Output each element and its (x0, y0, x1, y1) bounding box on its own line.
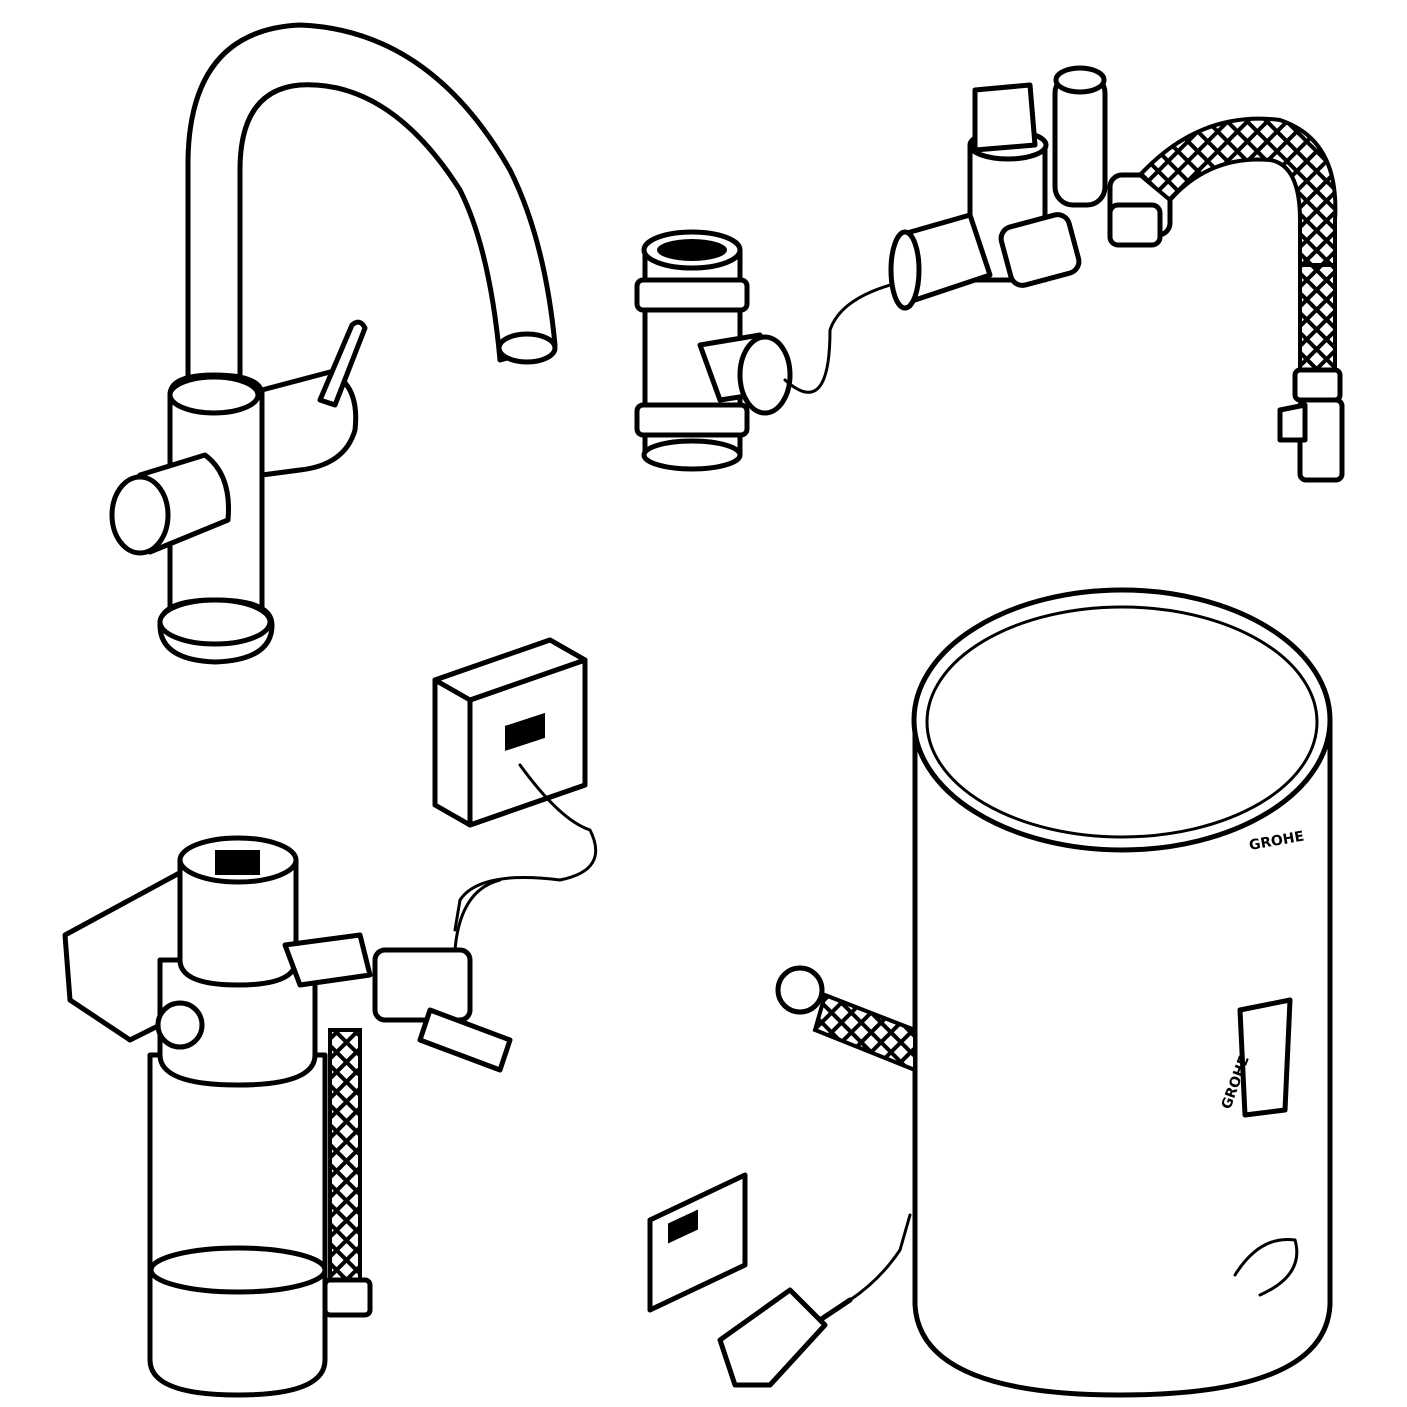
tee-connector (634, 229, 892, 472)
instruction-sticker (647, 1172, 748, 1313)
faucet (109, 22, 558, 665)
power-plug (717, 1213, 912, 1388)
boiler: GROHE GROHE (775, 587, 1333, 1398)
filter-indicator (432, 637, 598, 932)
valve-assembly (888, 65, 1345, 483)
filter-unit (62, 835, 513, 1398)
